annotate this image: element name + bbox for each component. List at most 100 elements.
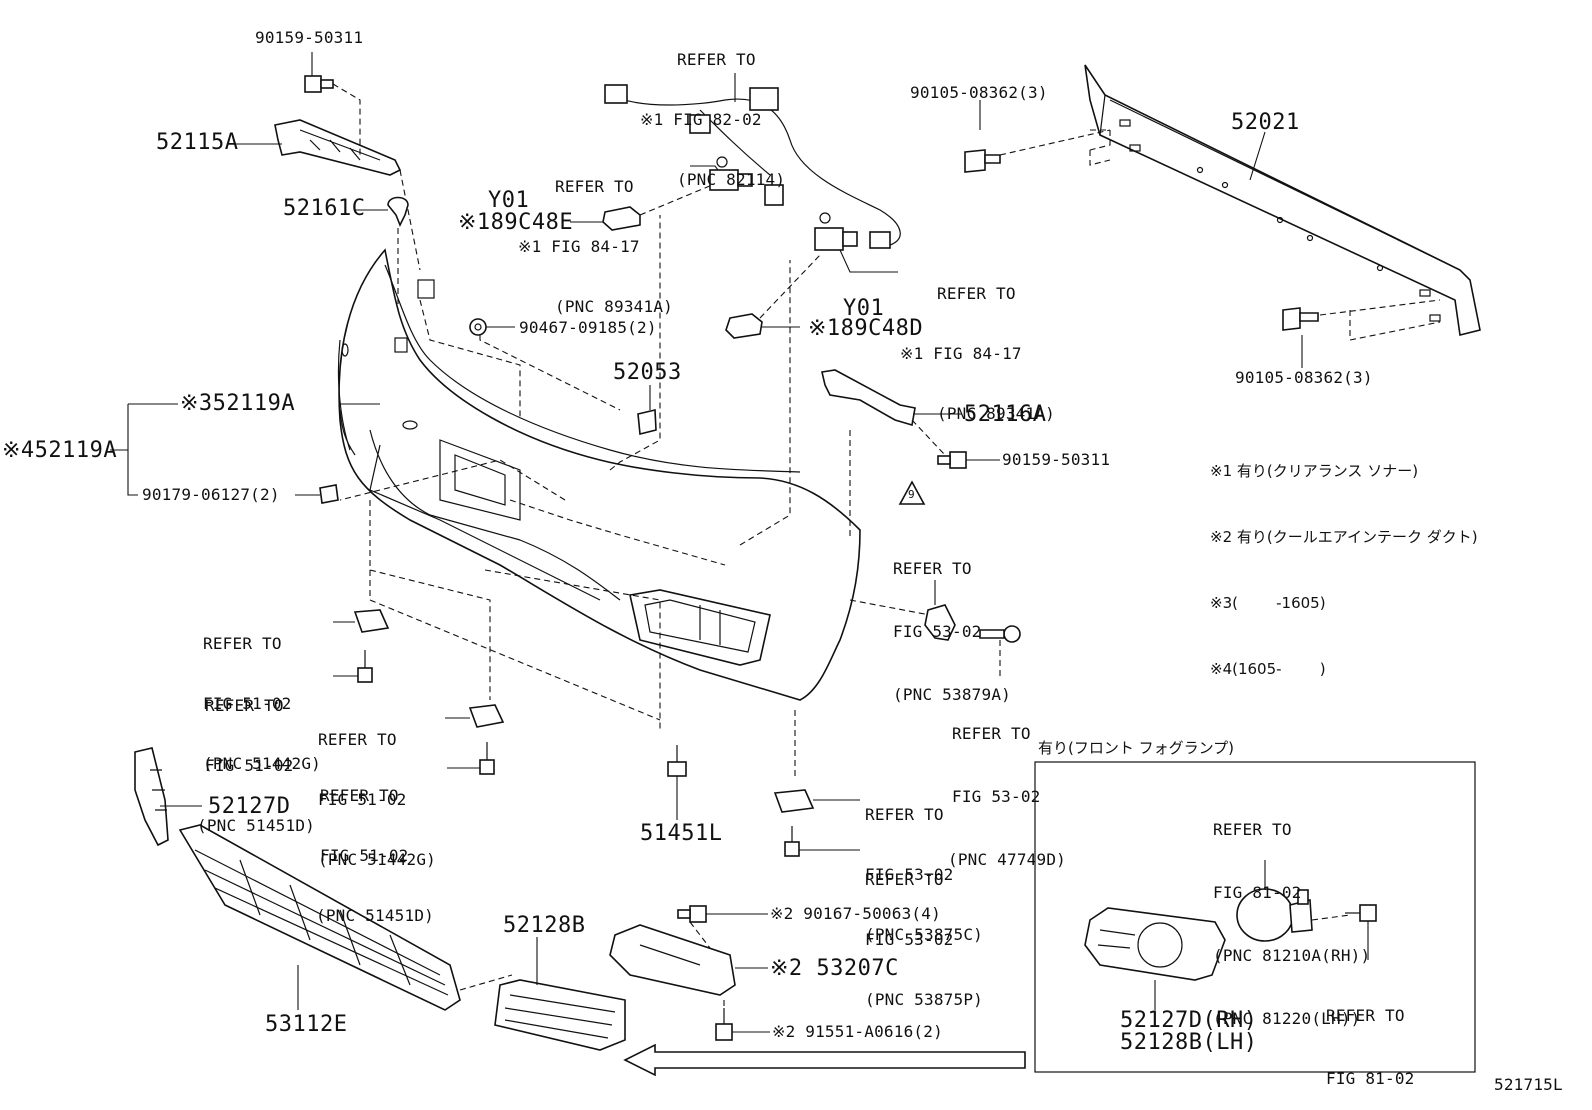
refer-bolt-left-2-line-2: FIG 51-02 — [320, 846, 409, 865]
part-number-bracket-left: 52115A — [156, 130, 239, 155]
screw-center — [667, 745, 687, 777]
refer-fog-screw-line-1: REFER TO — [1326, 1006, 1405, 1025]
refer-nut-right: REFER TO FIG 53-02 (PNC 53875C) — [865, 765, 983, 965]
refer-clip-side-line-2: FIG 53-02 — [952, 787, 1041, 806]
part-number-clip-left: 90179-06127(2) — [142, 485, 280, 504]
part-number-fog-cover-rh: 52127D(RH) — [1120, 1008, 1258, 1033]
refer-harness: REFER TO ※1 FIG 82-02 (PNC 82114) — [640, 10, 785, 210]
refer-clip-side: REFER TO FIG 53-02 (PNC 47749D) — [948, 681, 1066, 891]
part-number-reinforcement: 52021 — [1231, 110, 1300, 135]
refer-nut-right-line-3: (PNC 53875C) — [865, 925, 983, 944]
refer-fog-screw: REFER TO FIG 81-02 — [1326, 963, 1415, 1110]
side-clip — [979, 625, 1021, 643]
refer-bolt-left-2-line-1: REFER TO — [320, 786, 399, 805]
reinforcement-bar — [1084, 64, 1481, 336]
nut-left-2 — [468, 704, 505, 728]
duct-clip — [715, 1008, 733, 1041]
bumper-cover — [337, 248, 861, 701]
refer-bolt-left-1: REFER TO FIG 51-02 (PNC 51451D) — [197, 656, 315, 856]
footnote-4: ※4(1605- ) — [1210, 660, 1326, 678]
refer-sensor-upper: REFER TO ※1 FIG 84-17 (PNC 89341A) — [518, 137, 673, 337]
refer-nut-left-2-line-3: (PNC 51442G) — [318, 850, 436, 869]
refer-bracket-side-line-3: (PNC 53879A) — [893, 685, 1011, 704]
refer-harness-line-1: REFER TO — [677, 50, 756, 69]
refer-fog-lamp-line-4: (PNC 81220(LH)) — [1213, 1009, 1361, 1028]
refer-sensor-upper-line-2: ※1 FIG 84-17 — [518, 237, 640, 256]
bumper-bracket-right — [821, 369, 916, 427]
warning-triangle-icon — [898, 480, 926, 505]
side-bracket — [924, 604, 956, 641]
part-number-cover-bracket-rh: 52128B — [503, 913, 586, 938]
retainer — [637, 409, 657, 436]
refer-bolt-right: REFER TO FIG 53-02 (PNC 53875P) — [865, 830, 983, 1030]
warning-number: 9 — [908, 488, 915, 501]
reinforcement-bolt-top — [964, 149, 1001, 173]
part-number-bolt-reinf-bottom: 90105-08362(3) — [1235, 368, 1373, 387]
part-number-fog-cover-lh: 52128B(LH) — [1120, 1030, 1258, 1055]
part-number-bracket-right: 52116A — [964, 402, 1047, 427]
fog-section-title: 有り(フロント フォグランプ) — [1038, 739, 1235, 757]
refer-sensor-right: REFER TO ※1 FIG 84-17 (PNC 89341A) — [900, 244, 1055, 444]
refer-bolt-right-line-2: FIG 53-02 — [865, 930, 954, 949]
refer-bolt-left-1-line-1: REFER TO — [205, 696, 284, 715]
color-code-cap-right: Y01 — [843, 296, 885, 321]
nut-left-1 — [353, 609, 390, 633]
color-code-cap-upper: Y01 — [488, 188, 530, 213]
refer-nut-left-1-line-3: (PNC 51442G) — [203, 754, 321, 773]
part-number-cap-right: ※189C48D — [808, 316, 924, 341]
refer-nut-right-line-1: REFER TO — [865, 805, 944, 824]
part-number-clip-duct: ※2 91551-A0616(2) — [772, 1022, 943, 1041]
bumper-bracket-left — [274, 119, 402, 176]
air-duct — [609, 924, 736, 996]
refer-sensor-right-line-3: (PNC 89341A) — [937, 404, 1055, 423]
clip-upper — [387, 196, 409, 227]
refer-nut-right-line-2: FIG 53-02 — [865, 865, 954, 884]
bolt-left-2 — [479, 742, 495, 775]
part-number-screw-center: 51451L — [640, 821, 723, 846]
refer-harness-line-3: (PNC 82114) — [677, 170, 786, 189]
refer-fog-lamp-line-2: FIG 81-02 — [1213, 883, 1302, 902]
footnote-3: ※3( -1605) — [1210, 594, 1326, 612]
refer-clip-side-line-3: (PNC 47749D) — [948, 850, 1066, 869]
diagram-id: 521715L — [1494, 1075, 1563, 1094]
refer-bolt-right-line-3: (PNC 53875P) — [865, 990, 983, 1009]
refer-fog-lamp: REFER TO FIG 81-02 (PNC 81210A(RH)) (PNC… — [1213, 777, 1370, 1050]
lower-grille — [178, 824, 461, 1011]
part-number-clip-mid: 90467-09185(2) — [519, 318, 657, 337]
refer-fog-lamp-line-3: (PNC 81210A(RH)) — [1213, 946, 1371, 965]
nut-right — [773, 789, 815, 813]
refer-fog-screw-line-2: FIG 81-02 — [1326, 1069, 1415, 1088]
refer-sensor-upper-line-3: (PNC 89341A) — [555, 297, 673, 316]
part-number-cover-assembly: ※352119A — [180, 391, 296, 416]
fog-lamp-section-box — [1034, 761, 1476, 1073]
refer-bracket-side-line-2: FIG 53-02 — [893, 622, 982, 641]
sensor-cap-right — [725, 313, 763, 339]
bolt-left-1 — [357, 650, 373, 683]
refer-bolt-left-2-line-3: (PNC 51451D) — [316, 906, 434, 925]
refer-sensor-right-line-2: ※1 FIG 84-17 — [900, 344, 1022, 363]
part-number-bolt-right: 90159-50311 — [1002, 450, 1111, 469]
refer-sensor-upper-line-1: REFER TO — [555, 177, 634, 196]
refer-nut-left-1: REFER TO FIG 51-02 (PNC 51442G) — [203, 594, 321, 794]
refer-nut-left-1-line-2: FIG 51-02 — [203, 694, 292, 713]
footnote-1: ※1 有り(クリアランス ソナー) — [1210, 462, 1419, 480]
clip-left — [319, 484, 339, 504]
part-number-duct: ※2 53207C — [770, 956, 899, 981]
footnotes: ※1 有り(クリアランス ソナー) ※2 有り(クールエアインテーク ダクト) … — [1210, 416, 1478, 702]
reinforcement-bolt-bottom — [1282, 307, 1319, 331]
sonar-sensor-right — [814, 212, 858, 251]
cover-bracket-lh — [134, 747, 169, 847]
refer-nut-left-2-line-2: FIG 51-02 — [318, 790, 407, 809]
wire-harness — [604, 84, 901, 249]
refer-nut-left-1-line-1: REFER TO — [203, 634, 282, 653]
duct-bolt — [677, 905, 707, 923]
refer-bolt-left-1-line-3: (PNC 51451D) — [197, 816, 315, 835]
direction-arrow-icon — [623, 1043, 1026, 1077]
part-number-clip-upper: 52161C — [283, 196, 366, 221]
refer-sensor-right-line-1: REFER TO — [937, 284, 1016, 303]
part-number-bolt-top-left: 90159-50311 — [255, 28, 364, 47]
refer-bolt-left-2: REFER TO FIG 51-02 (PNC 51451D) — [316, 746, 434, 946]
refer-bolt-left-1-line-2: FIG 51-02 — [205, 756, 294, 775]
part-number-bolt-reinf-top: 90105-08362(3) — [910, 83, 1048, 102]
